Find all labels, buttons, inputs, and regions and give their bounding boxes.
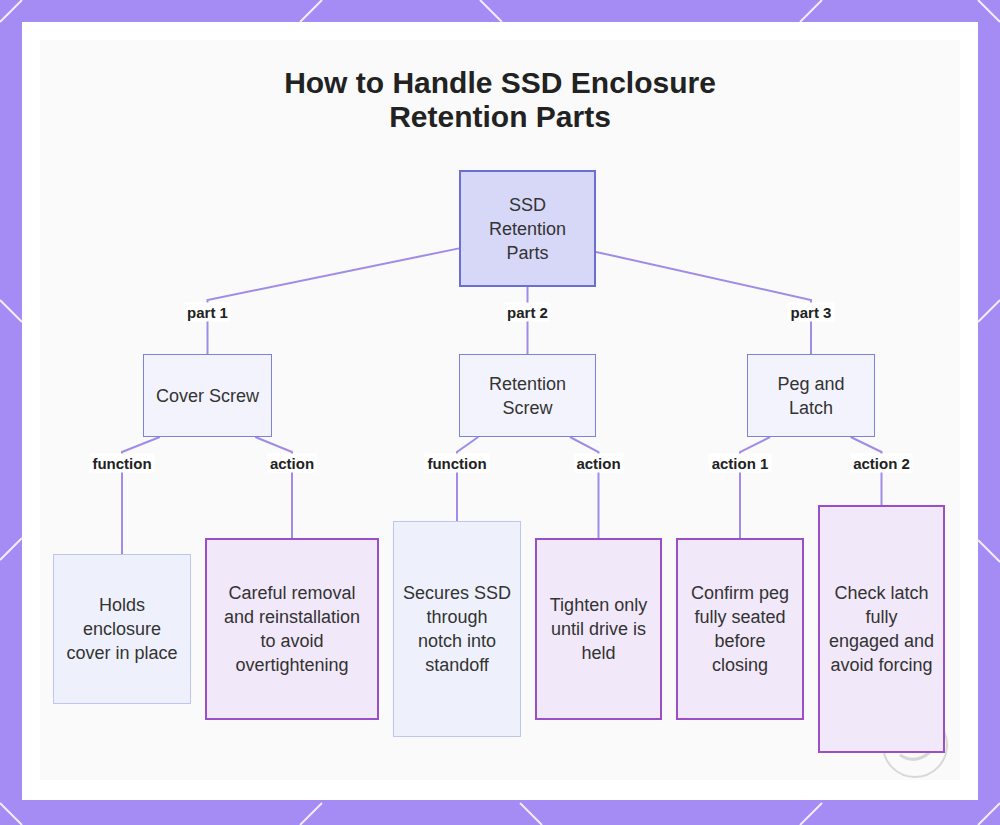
edge-label: action [573, 454, 623, 473]
node-text: Check latch fully engaged and avoid forc… [828, 581, 935, 677]
node-text: Retention Screw [468, 372, 587, 420]
function-box: Holds enclosure cover in place [53, 554, 191, 704]
action-box: Confirm peg fully seated before closing [676, 538, 804, 720]
edge-label: action 2 [850, 454, 913, 473]
blurred-photo [40, 40, 960, 780]
edge-label: function [89, 454, 154, 473]
connector-line [740, 437, 770, 538]
edge-label: action 1 [709, 454, 772, 473]
node-text: Peg and Latch [756, 372, 866, 420]
action-box: Careful removal and reinstallation to av… [205, 538, 379, 720]
edge-label: part 1 [184, 303, 231, 322]
part-box: Retention Screw [459, 354, 596, 437]
node-text: Tighten only until drive is held [545, 593, 652, 665]
node-text: Holds enclosure cover in place [62, 593, 182, 665]
connector-line [457, 437, 478, 521]
connector-line [208, 248, 460, 354]
node-text: Secures SSD through notch into standoff [402, 581, 512, 677]
action-box: Tighten only until drive is held [535, 538, 662, 720]
edge-label: action [267, 454, 317, 473]
root-box: SSD Retention Parts [459, 170, 596, 287]
part-box: Cover Screw [143, 354, 272, 437]
node-text: Confirm peg fully seated before closing [686, 581, 794, 677]
action-box: Check latch fully engaged and avoid forc… [818, 505, 945, 753]
edge-label: part 3 [788, 303, 835, 322]
function-box: Secures SSD through notch into standoff [393, 521, 521, 737]
edge-label: function [424, 454, 489, 473]
diagram-title: How to Handle SSD Enclosure Retention Pa… [250, 66, 750, 134]
node-text: Cover Screw [156, 384, 259, 408]
connector-line [596, 252, 811, 354]
edge-label: part 2 [504, 303, 551, 322]
connector-line [255, 437, 292, 538]
node-text: Careful removal and reinstallation to av… [215, 581, 369, 677]
canvas-area [22, 22, 978, 800]
connector-line [570, 437, 599, 538]
node-text: SSD Retention Parts [469, 193, 586, 265]
part-box: Peg and Latch [747, 354, 875, 437]
